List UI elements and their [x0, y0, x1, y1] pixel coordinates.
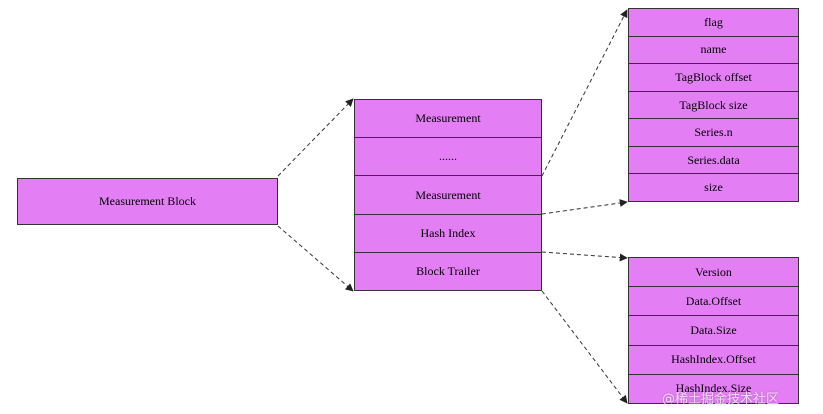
stack-cell-label: Hash Index: [420, 225, 476, 240]
field-cell-tagblock-size: TagBlock size: [628, 91, 799, 120]
trailer-fields-stack: Version Data.Offset Data.Size HashIndex.…: [628, 257, 799, 405]
trailer-cell-data-offset: Data.Offset: [628, 287, 799, 317]
stack-cell-block-trailer: Block Trailer: [354, 252, 542, 292]
arrow-measurement-to-flag-top: [541, 9, 628, 177]
stack-cell-measurement-last: Measurement: [354, 176, 542, 215]
trailer-cell-label: HashIndex.Size: [675, 381, 752, 396]
stack-cell-label: ......: [439, 149, 457, 164]
field-cell-label: flag: [704, 14, 723, 29]
block-layout-stack: Measurement ...... Measurement Hash Inde…: [354, 99, 542, 292]
arrow-trailer-to-hashindex-size: [541, 290, 628, 404]
field-cell-name: name: [628, 36, 799, 65]
trailer-cell-label: Version: [695, 264, 732, 279]
field-cell-flag: flag: [628, 8, 799, 37]
stack-cell-ellipsis: ......: [354, 138, 542, 177]
field-cell-series-data: Series.data: [628, 146, 799, 175]
field-cell-label: TagBlock size: [679, 97, 748, 112]
measurement-block-label: Measurement Block: [99, 194, 196, 208]
measurement-fields-stack: flag name TagBlock offset TagBlock size …: [628, 8, 799, 203]
trailer-cell-label: Data.Offset: [685, 293, 742, 308]
field-cell-label: Series.data: [687, 152, 740, 167]
trailer-cell-hashindex-size: HashIndex.Size: [628, 374, 799, 405]
stack-cell-hash-index: Hash Index: [354, 214, 542, 253]
measurement-block-box: Measurement Block: [17, 178, 278, 225]
stack-cell-label: Measurement: [415, 187, 481, 202]
trailer-cell-version: Version: [628, 257, 799, 288]
field-cell-label: TagBlock offset: [675, 69, 752, 84]
field-cell-tagblock-offset: TagBlock offset: [628, 64, 799, 92]
field-cell-size: size: [628, 174, 799, 203]
field-cell-series-n: Series.n: [628, 119, 799, 147]
field-cell-label: Series.n: [694, 125, 733, 140]
watermark-text: @稀土掘金技术社区: [662, 392, 780, 407]
field-cell-label: name: [700, 42, 727, 57]
trailer-cell-label: HashIndex.Offset: [671, 352, 756, 367]
field-cell-label: size: [704, 180, 723, 195]
stack-cell-label: Block Trailer: [416, 263, 480, 278]
arrow-measurement-to-fields-bottom: [541, 199, 628, 215]
arrow-trailer-to-version: [541, 251, 628, 262]
trailer-cell-data-size: Data.Size: [628, 316, 799, 346]
trailer-cell-hashindex-offset: HashIndex.Offset: [628, 345, 799, 375]
trailer-cell-label: Data.Size: [690, 323, 737, 337]
stack-cell-measurement-first: Measurement: [354, 99, 542, 139]
stack-cell-label: Measurement: [415, 111, 481, 126]
arrow-block-to-block-trailer: [277, 225, 354, 292]
arrow-block-to-first-measurement: [277, 98, 354, 177]
